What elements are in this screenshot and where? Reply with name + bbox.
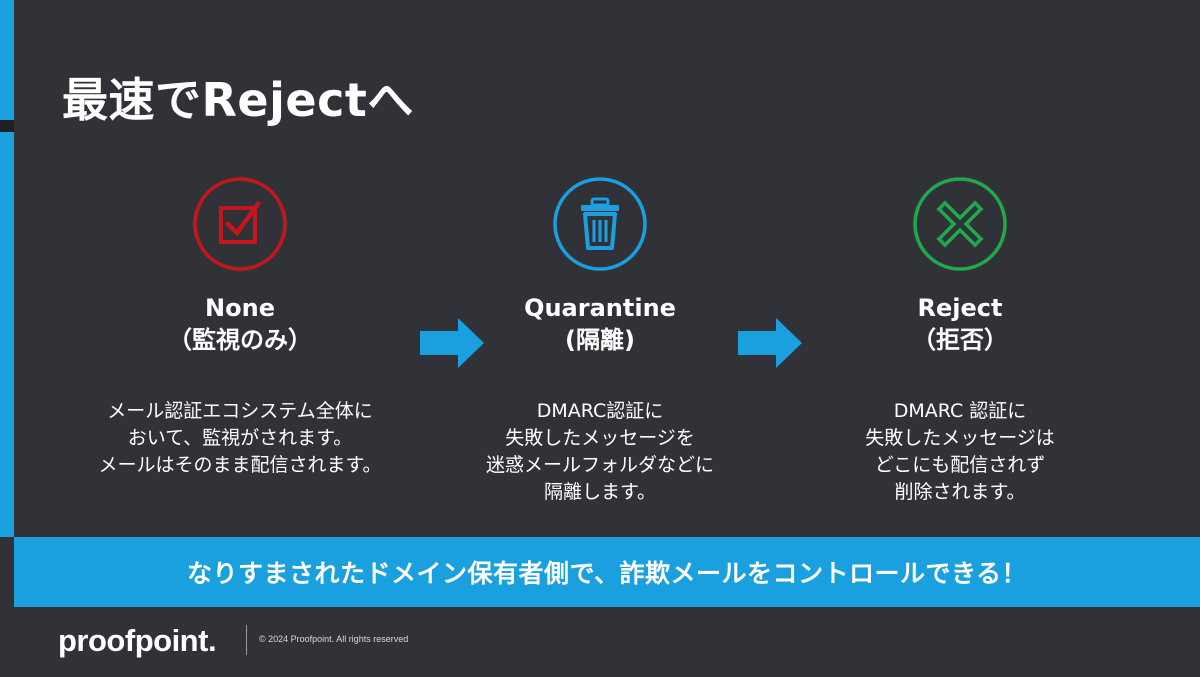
desc-line: DMARC 認証に <box>893 400 1027 422</box>
stage-heading-line2: （拒否） <box>912 326 1008 354</box>
slide-title: 最速でRejectへ <box>62 73 414 127</box>
stage-heading: None （監視のみ） <box>80 292 400 356</box>
stage-heading-line2: （監視のみ） <box>168 326 312 354</box>
desc-line: DMARC認証に <box>536 400 664 422</box>
desc-line: おいて、監視がされます。 <box>127 427 353 449</box>
left-accent-gap <box>0 120 14 132</box>
stage-heading-line1: Quarantine <box>524 294 676 322</box>
left-accent-bar <box>0 0 14 120</box>
stage-quarantine: Quarantine (隔離) DMARC認証に 失敗したメッセージを 迷惑メー… <box>440 176 760 506</box>
proofpoint-logo: proofpoint. <box>58 623 217 658</box>
stage-heading: Reject （拒否） <box>800 292 1120 356</box>
stage-description: メール認証エコシステム全体に おいて、監視がされます。 メールはそのまま配信され… <box>80 398 400 479</box>
stage-heading-line1: None <box>205 294 275 322</box>
footer-divider <box>246 625 247 655</box>
summary-banner: なりすまされたドメイン保有者側で、詐欺メールをコントロールできる！ <box>14 537 1200 607</box>
desc-line: どこにも配信されず <box>874 454 1046 476</box>
arrow-right-icon <box>738 318 802 368</box>
banner-text: なりすまされたドメイン保有者側で、詐欺メールをコントロールできる！ <box>186 559 1027 588</box>
arrow-right-icon <box>420 318 484 368</box>
stage-heading-line2: (隔離) <box>565 326 635 354</box>
stage-heading-line1: Reject <box>917 294 1003 322</box>
desc-line: 迷惑メールフォルダなどに <box>485 454 714 476</box>
left-accent-bar-lower <box>0 132 14 537</box>
desc-line: 失敗したメッセージを <box>505 427 695 449</box>
x-icon <box>912 176 1008 272</box>
checkbox-icon <box>192 176 288 272</box>
stage-none: None （監視のみ） メール認証エコシステム全体に おいて、監視がされます。 … <box>80 176 400 479</box>
stage-description: DMARC認証に 失敗したメッセージを 迷惑メールフォルダなどに 隔離します。 <box>440 398 760 506</box>
desc-line: 削除されます。 <box>894 481 1026 503</box>
desc-line: メール認証エコシステム全体に <box>107 400 373 422</box>
desc-line: メールはそのまま配信されます。 <box>98 454 382 476</box>
stage-heading: Quarantine (隔離) <box>440 292 760 356</box>
trash-icon <box>552 176 648 272</box>
desc-line: 隔離します。 <box>543 481 657 503</box>
stage-reject: Reject （拒否） DMARC 認証に 失敗したメッセージは どこにも配信さ… <box>800 176 1120 506</box>
footer: proofpoint. © 2024 Proofpoint. All right… <box>0 607 1200 677</box>
stage-description: DMARC 認証に 失敗したメッセージは どこにも配信されず 削除されます。 <box>800 398 1120 506</box>
copyright-text: © 2024 Proofpoint. All rights reserved <box>259 634 409 644</box>
desc-line: 失敗したメッセージは <box>865 427 1055 449</box>
